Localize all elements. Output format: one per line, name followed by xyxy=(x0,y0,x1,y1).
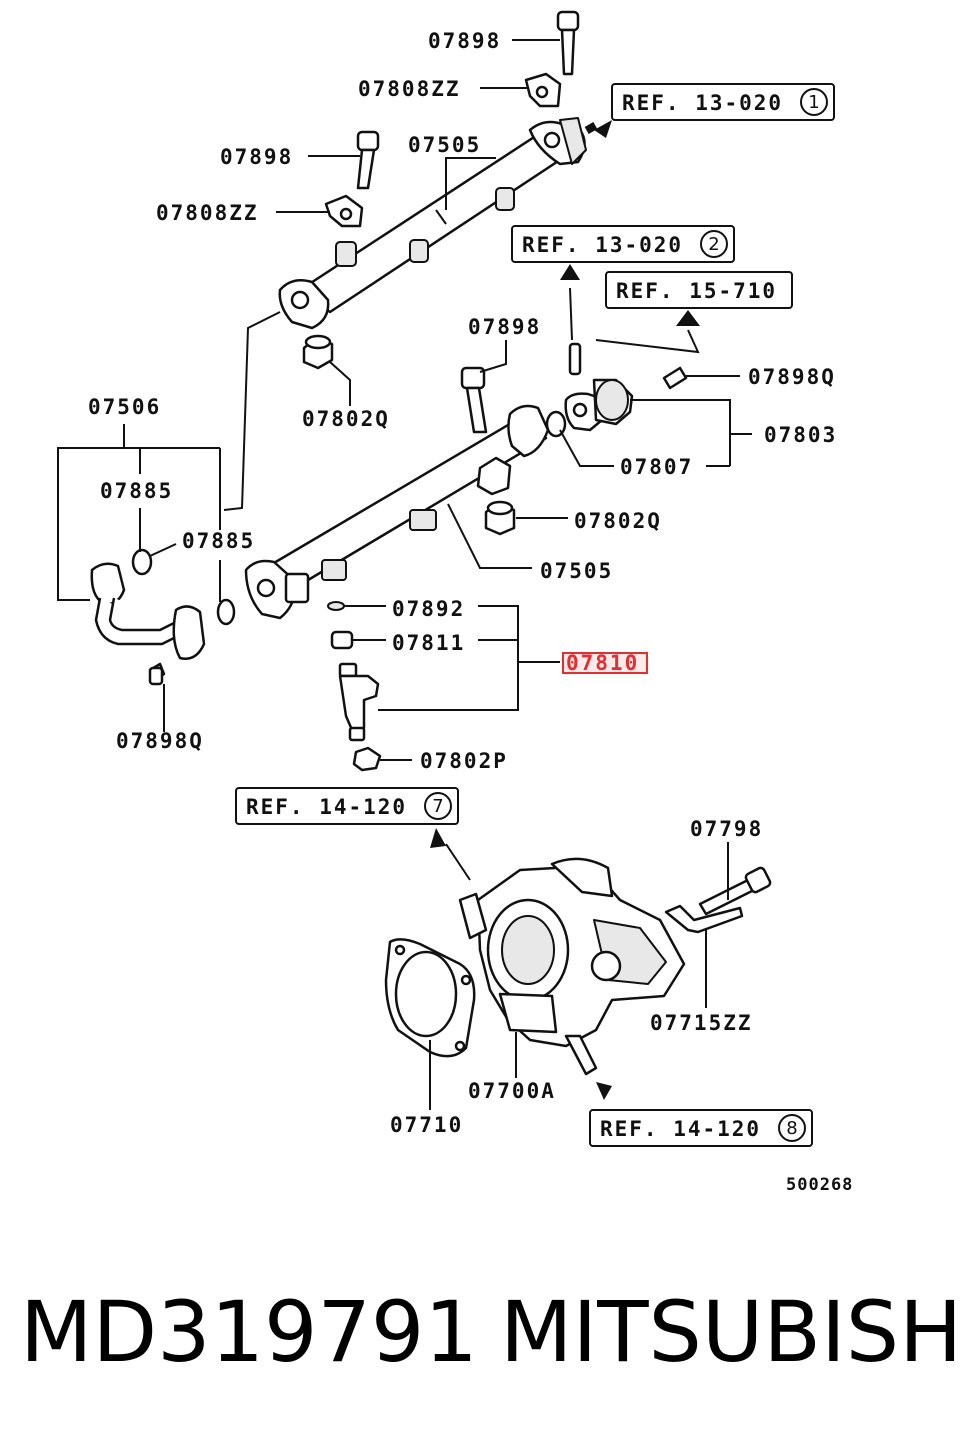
fuel-injector xyxy=(327,601,382,772)
callout-07802p: 07802P xyxy=(420,749,508,773)
callout-07898-top: 07898 xyxy=(428,29,501,53)
callout-07898q-left: 07898Q xyxy=(116,729,204,753)
svg-text:7: 7 xyxy=(432,796,443,817)
bolt-top xyxy=(556,10,580,76)
callout-07505-mid: 07505 xyxy=(540,559,613,583)
parts-diagram: REF. 13-020 1 REF. 13-020 2 REF. 15-710 … xyxy=(57,10,853,1195)
callout-07898q-right: 07898Q xyxy=(748,365,836,389)
callout-labels: 07898 07808ZZ 07898 07505 07808ZZ 07898 … xyxy=(88,29,837,1137)
leader-lines xyxy=(57,39,752,1110)
callout-07700a: 07700A xyxy=(468,1079,556,1103)
callout-07810: 07810 xyxy=(566,651,639,675)
ref-box-2: REF. 13-020 2 xyxy=(511,225,735,263)
svg-text:2: 2 xyxy=(708,234,719,255)
callout-07505-top: 07505 xyxy=(408,133,481,157)
ref-box-4: REF. 14-120 7 xyxy=(235,787,459,825)
svg-text:REF. 14-120: REF. 14-120 xyxy=(600,1117,761,1141)
svg-text:REF. 13-020: REF. 13-020 xyxy=(522,233,683,257)
fuel-rail-lower xyxy=(244,404,550,620)
throttle-body xyxy=(384,857,686,1076)
svg-text:REF. 13-020: REF. 13-020 xyxy=(622,91,783,115)
ref-arrows xyxy=(430,120,700,1100)
arrow-up-left-icon xyxy=(430,828,446,848)
callout-07885-b: 07885 xyxy=(182,529,255,553)
bracket-left xyxy=(324,194,364,228)
callout-07808zz-top: 07808ZZ xyxy=(358,77,461,101)
bolt-mid xyxy=(460,366,488,434)
pressure-regulator xyxy=(545,342,688,438)
callout-07710: 07710 xyxy=(390,1113,463,1137)
callout-07802q-top: 07802Q xyxy=(302,407,390,431)
callout-07808zz-left: 07808ZZ xyxy=(156,201,259,225)
throttle-bracket xyxy=(664,904,744,934)
arrow-up-icon xyxy=(676,310,700,326)
callout-07715zz: 07715ZZ xyxy=(650,1011,753,1035)
callout-07892: 07892 xyxy=(392,597,465,621)
svg-text:REF. 15-710: REF. 15-710 xyxy=(616,279,777,303)
callout-07798: 07798 xyxy=(690,817,763,841)
fuel-rail-upper xyxy=(278,117,587,370)
part-number: MD319791 xyxy=(20,1283,478,1381)
brand-name: MITSUBISHI xyxy=(500,1283,960,1381)
arrow-right-icon xyxy=(594,120,612,138)
bolt-left xyxy=(356,130,380,190)
callout-07811: 07811 xyxy=(392,631,465,655)
arrow-up-icon xyxy=(560,264,580,280)
ref-box-3: REF. 15-710 xyxy=(605,271,793,309)
diagram-code: 500268 xyxy=(786,1175,853,1195)
callout-07885-a: 07885 xyxy=(100,479,173,503)
callout-07506: 07506 xyxy=(88,395,161,419)
grommet-mid xyxy=(484,500,516,536)
throttle-bolt xyxy=(698,866,772,916)
callout-07802q-mid: 07802Q xyxy=(574,509,662,533)
svg-text:REF. 14-120: REF. 14-120 xyxy=(246,795,407,819)
highlight-box xyxy=(562,652,648,674)
callout-07807: 07807 xyxy=(620,455,693,479)
ref-box-1: REF. 13-020 1 xyxy=(611,83,835,121)
bracket-top xyxy=(524,72,562,108)
callout-07898-mid: 07898 xyxy=(468,315,541,339)
ref-box-5: REF. 14-120 8 xyxy=(589,1109,813,1147)
callout-07898-left: 07898 xyxy=(220,145,293,169)
svg-text:8: 8 xyxy=(786,1118,797,1139)
delivery-pipe xyxy=(90,548,236,686)
callout-07803: 07803 xyxy=(764,423,837,447)
arrow-down-icon xyxy=(596,1082,612,1100)
svg-text:1: 1 xyxy=(808,92,819,113)
